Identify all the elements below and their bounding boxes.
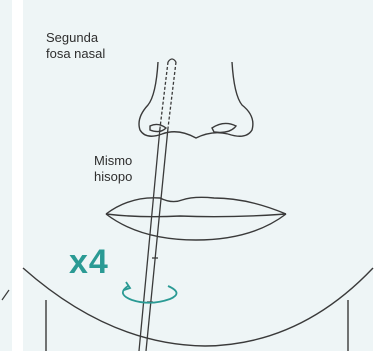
rotate-arrow-icon xyxy=(123,282,177,303)
swab xyxy=(139,59,176,351)
mouth xyxy=(106,197,286,240)
nose xyxy=(139,62,253,138)
label-second-nostril: Segunda fosa nasal xyxy=(46,30,105,62)
label-same-swab: Mismo hisopo xyxy=(94,153,132,185)
repeat-count: x4 xyxy=(69,243,109,282)
prev-panel-stroke xyxy=(2,290,9,300)
